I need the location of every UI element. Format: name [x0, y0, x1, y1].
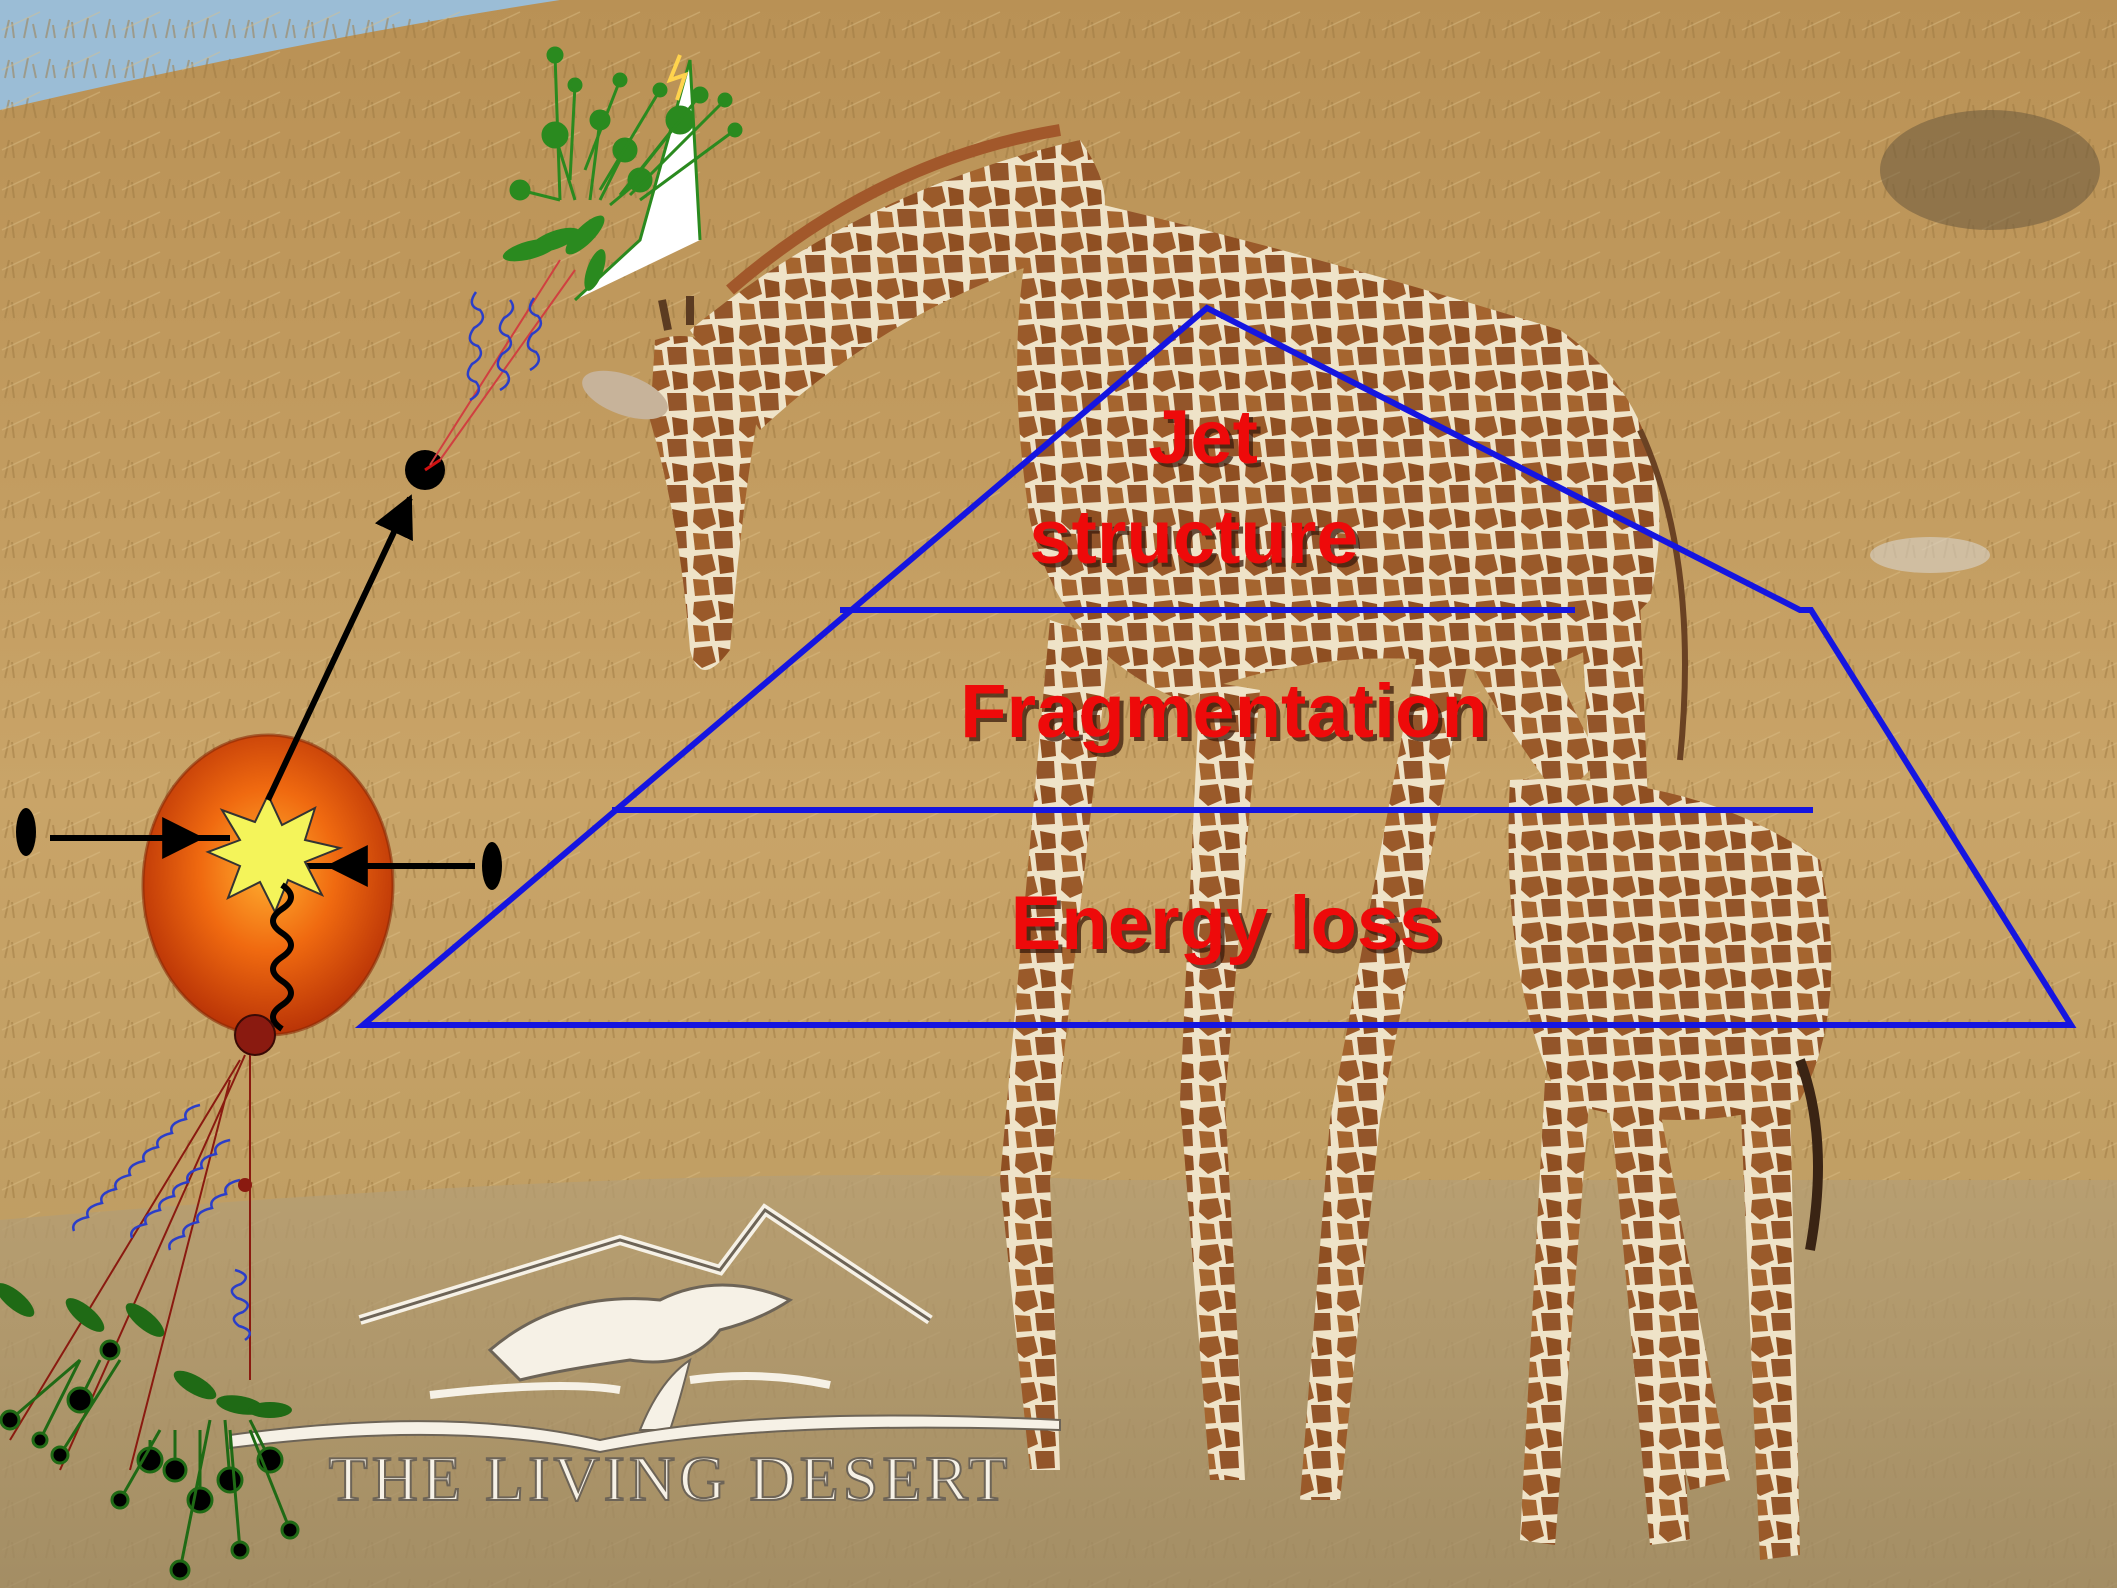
tier-energy-loss-label: Energy loss — [1011, 881, 1442, 966]
dirt-ground — [0, 1175, 2117, 1588]
incoming-beam-particle-icon — [482, 842, 502, 890]
rock-shadow — [1880, 110, 2100, 230]
rock — [1870, 537, 1990, 573]
recoil-parton-dot — [235, 1015, 275, 1055]
logo-text: THE LIVING DESERT — [329, 1443, 1012, 1514]
tier-jet-structure-label-line1: Jet — [1148, 395, 1258, 480]
incoming-beam-particle-icon — [16, 808, 36, 856]
tier-fragmentation-label: Fragmentation — [960, 669, 1488, 754]
tier-jet-structure-label-line2: structure — [1029, 495, 1358, 580]
